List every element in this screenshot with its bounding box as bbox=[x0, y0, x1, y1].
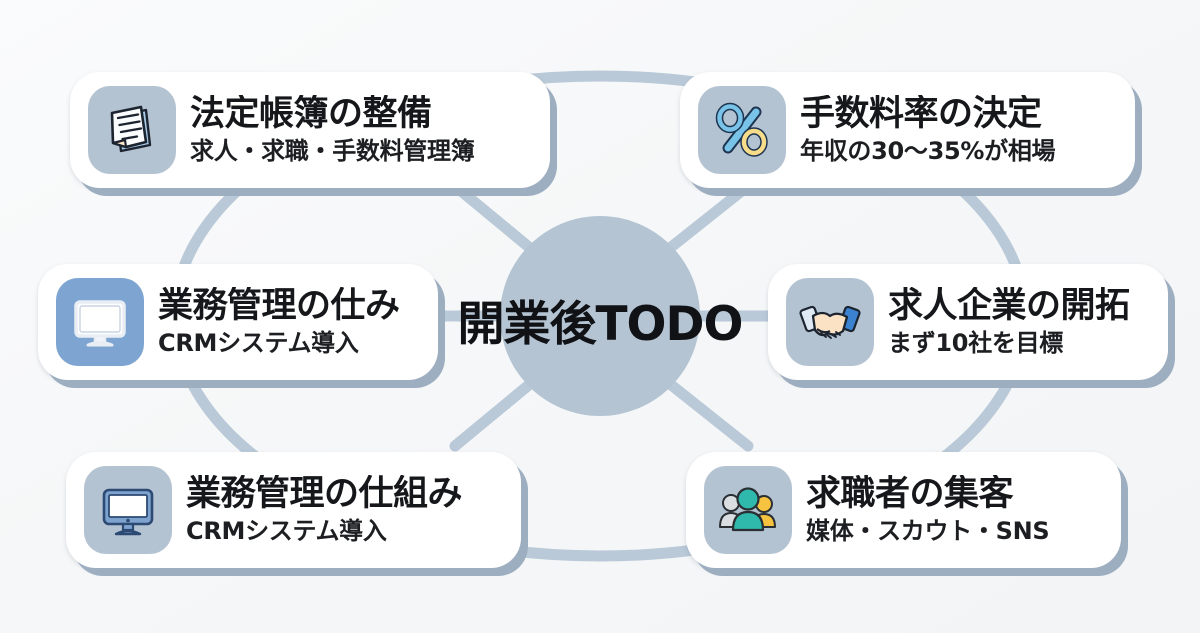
card-subtitle: まず10社を目標 bbox=[888, 328, 1063, 357]
card-title: 手数料率の決定 bbox=[800, 94, 1042, 134]
card-title: 業務管理の仕組み bbox=[186, 474, 463, 514]
card-seekers[interactable]: 求職者の集客 媒体・スカウト・SNS bbox=[686, 452, 1121, 568]
document-lines-icon bbox=[88, 86, 176, 174]
spoke-bottom-left bbox=[449, 378, 536, 452]
card-subtitle: CRMシステム導入 bbox=[186, 516, 387, 545]
handshake-icon bbox=[786, 278, 874, 366]
card-text: 手数料率の決定 年収の30〜35%が相場 bbox=[800, 95, 1055, 166]
card-clients[interactable]: 求人企業の開拓 まず10社を目標 bbox=[768, 264, 1168, 380]
card-ops-mid[interactable]: 業務管理の仕み CRMシステム導入 bbox=[38, 264, 438, 380]
card-title: 求職者の集客 bbox=[806, 474, 1014, 514]
card-text: 業務管理の仕組み CRMシステム導入 bbox=[186, 475, 462, 546]
hub-circle bbox=[500, 216, 700, 416]
card-subtitle: CRMシステム導入 bbox=[158, 328, 359, 357]
card-subtitle: 求人・求職・手数料管理簿 bbox=[190, 136, 475, 165]
card-text: 求職者の集客 媒体・スカウト・SNS bbox=[806, 475, 1049, 546]
spoke-top-right bbox=[664, 180, 754, 254]
spoke-top-left bbox=[449, 180, 536, 254]
spoke-bottom-right bbox=[664, 378, 754, 452]
card-ops-bot[interactable]: 業務管理の仕組み CRMシステム導入 bbox=[66, 452, 521, 568]
people-group-icon bbox=[704, 466, 792, 554]
card-title: 法定帳簿の整備 bbox=[190, 94, 432, 134]
card-subtitle: 媒体・スカウト・SNS bbox=[806, 516, 1050, 545]
monitor-icon bbox=[84, 466, 172, 554]
monitor-icon bbox=[56, 278, 144, 366]
card-text: 法定帳簿の整備 求人・求職・手数料管理簿 bbox=[190, 95, 474, 166]
card-fee[interactable]: 手数料率の決定 年収の30〜35%が相場 bbox=[680, 72, 1135, 188]
card-title: 求人企業の開拓 bbox=[888, 286, 1130, 326]
card-books[interactable]: 法定帳簿の整備 求人・求職・手数料管理簿 bbox=[70, 72, 550, 188]
card-text: 求人企業の開拓 まず10社を目標 bbox=[888, 287, 1130, 358]
card-title: 業務管理の仕み bbox=[158, 286, 400, 326]
card-subtitle: 年収の30〜35%が相場 bbox=[800, 136, 1056, 165]
percent-icon bbox=[698, 86, 786, 174]
card-text: 業務管理の仕み CRMシステム導入 bbox=[158, 287, 400, 358]
